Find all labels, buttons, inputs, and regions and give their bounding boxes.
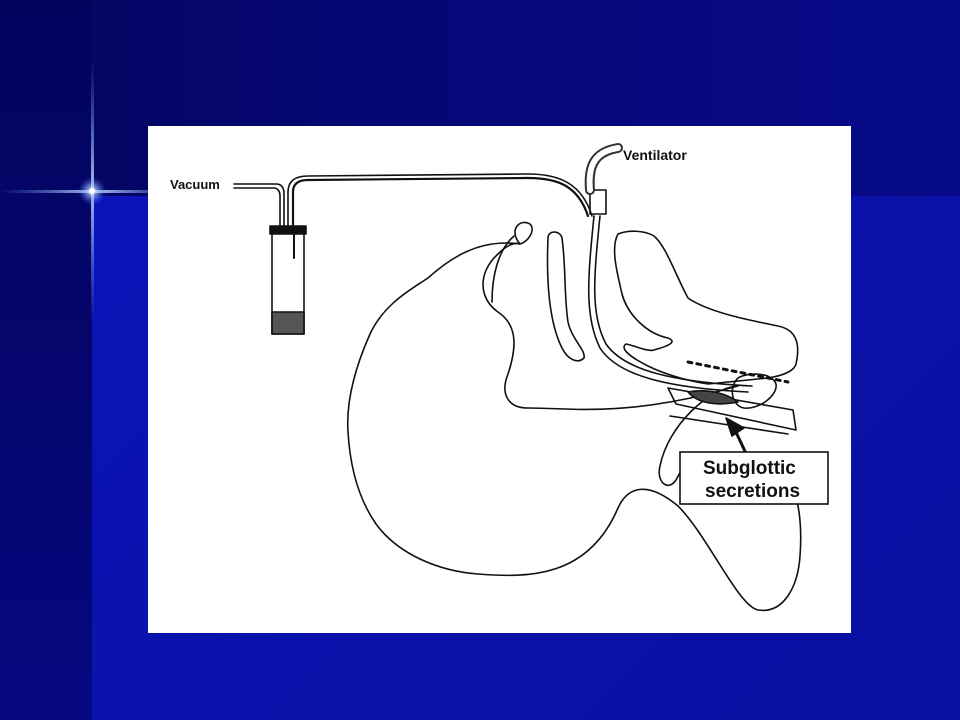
face-profile xyxy=(515,222,532,244)
vacuum-label: Vacuum xyxy=(170,177,220,192)
suction-line xyxy=(293,178,588,230)
et-tube-outer xyxy=(589,216,748,392)
nose-region xyxy=(615,231,798,384)
diagram-svg: Vacuum Ventilator Subglottic secretions xyxy=(148,126,851,633)
suction-line-inner xyxy=(288,174,592,230)
callout-arrow-head xyxy=(726,418,744,436)
vacuum-line xyxy=(234,184,284,230)
et-tube-inner xyxy=(595,216,752,386)
palate xyxy=(548,232,585,361)
callout-line-1: Subglottic xyxy=(703,458,796,479)
slide-left-band xyxy=(0,0,92,720)
callout-line-2: secretions xyxy=(705,481,800,502)
secretions xyxy=(688,391,738,404)
ventilator-label: Ventilator xyxy=(623,147,687,163)
diagram-figure: Vacuum Ventilator Subglottic secretions xyxy=(148,126,851,633)
mouth-curve xyxy=(492,236,514,302)
